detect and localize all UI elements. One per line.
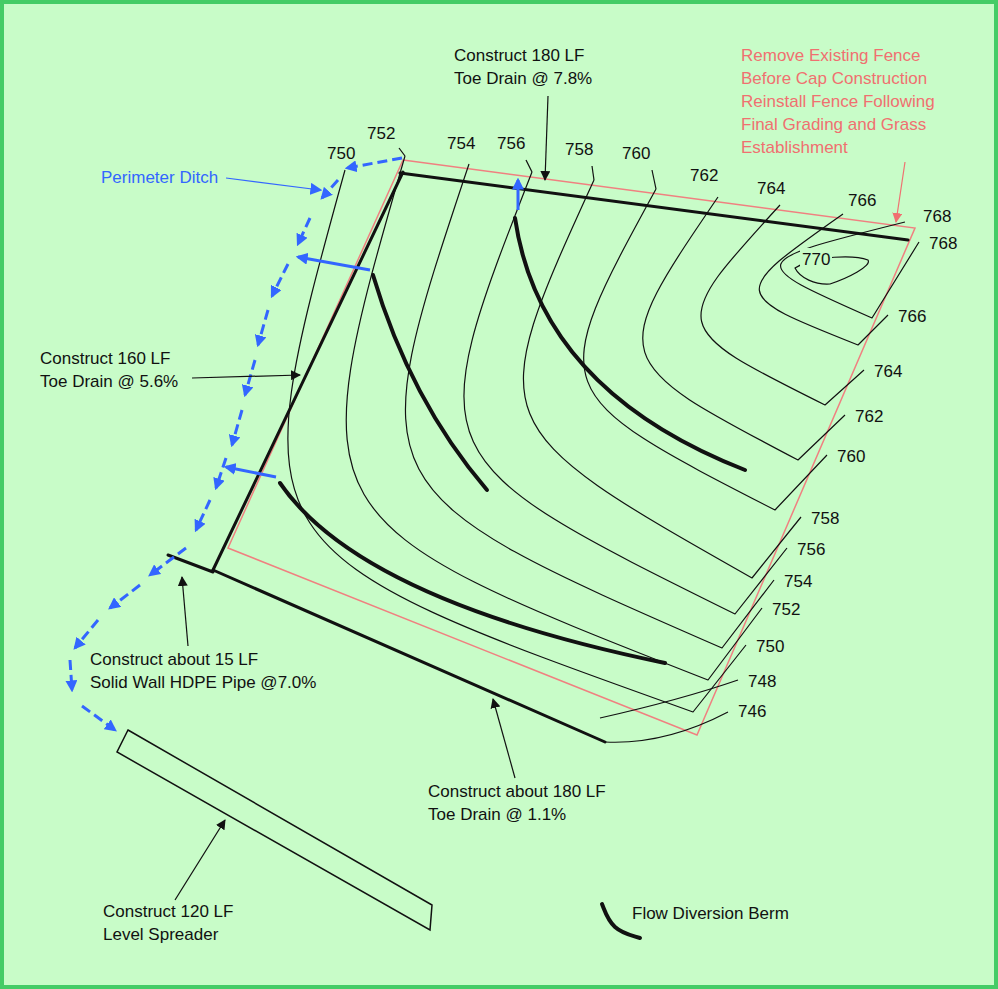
- contour-elevation: 756: [797, 538, 825, 561]
- contour-line: [584, 189, 827, 510]
- contour-line: [701, 205, 864, 405]
- ditch-arrow: [196, 500, 210, 530]
- contour-elevation: 752: [367, 122, 395, 145]
- leader-line: [493, 699, 515, 778]
- fence-note: Remove Existing Fence Before Cap Constru…: [741, 44, 935, 159]
- contour-elevation: 758: [565, 138, 593, 161]
- contour-elevation: 762: [690, 164, 718, 187]
- ditch-arrow: [258, 310, 268, 345]
- ditch-arrow: [216, 458, 226, 488]
- ditch-arrow: [82, 706, 115, 730]
- diversion-berm: [280, 483, 665, 663]
- contour-elevation: 748: [748, 670, 776, 693]
- toe-drain: [400, 173, 908, 240]
- toe-drain: [213, 172, 403, 570]
- contour-elevation: 754: [784, 570, 812, 593]
- ditch-arrow: [232, 410, 242, 445]
- contour-elevation: 768: [923, 205, 951, 228]
- callout-note: Construct about 15 LF Solid Wall HDPE Pi…: [90, 648, 316, 694]
- callout-note: Construct 160 LF Toe Drain @ 5.6%: [40, 347, 178, 393]
- flow-arrow: [517, 180, 520, 210]
- callout-note: Construct about 180 LF Toe Drain @ 1.1%: [428, 780, 606, 826]
- flow-arrow: [226, 467, 276, 477]
- legend-entry: Flow Diversion Berm: [598, 902, 789, 925]
- contour-line: [346, 156, 762, 680]
- contour-line: [405, 164, 774, 648]
- ditch-arrow: [245, 360, 255, 395]
- contour-elevation: 750: [756, 635, 784, 658]
- label-tick: [399, 148, 405, 156]
- contour-elevation: 752: [772, 598, 800, 621]
- contour-elevation: 756: [497, 132, 525, 155]
- leader-line: [175, 820, 225, 900]
- contour-elevation: 766: [898, 305, 926, 328]
- contour-line: [600, 680, 738, 718]
- flow-arrow: [298, 257, 370, 270]
- diversion-berm: [373, 275, 487, 490]
- contour-elevation: 758: [811, 507, 839, 530]
- leader-line: [545, 96, 548, 180]
- ditch-arrow: [322, 180, 338, 198]
- contour-elevation: 760: [622, 142, 650, 165]
- contour-elevation: 766: [848, 189, 876, 212]
- label-tick: [652, 170, 656, 189]
- ditch-arrow: [298, 218, 310, 244]
- ditch-arrow: [75, 620, 98, 648]
- contour-elevation: 760: [837, 445, 865, 468]
- contour-elevation: 768: [929, 232, 957, 255]
- ditch-arrow: [110, 585, 140, 608]
- leader-line: [182, 577, 188, 646]
- leader-line: [896, 162, 905, 222]
- label-tick: [592, 166, 594, 180]
- contour-elevation: 770: [800, 248, 832, 271]
- ditch-label: Perimeter Ditch: [101, 166, 218, 189]
- contour-elevation: 746: [738, 700, 766, 723]
- hdpe-pipe: [168, 555, 213, 572]
- leader-line: [226, 178, 320, 190]
- label-tick: [526, 160, 532, 172]
- callout-note: Construct 120 LF Level Spreader: [103, 900, 233, 946]
- ditch-arrow: [150, 548, 186, 575]
- diversion-berm: [515, 218, 745, 470]
- level-spreader: [117, 730, 432, 930]
- legend-text: Flow Diversion Berm: [598, 904, 789, 923]
- contour-elevation: 762: [855, 405, 883, 428]
- contour-line: [781, 222, 919, 318]
- ditch-arrow: [70, 660, 72, 690]
- toe-drain: [213, 570, 605, 742]
- contour-line: [605, 712, 728, 742]
- contour-elevation: 764: [874, 360, 902, 383]
- callout-note: Construct 180 LF Toe Drain @ 7.8%: [454, 44, 592, 90]
- contour-line: [643, 197, 845, 460]
- contour-line: [288, 170, 746, 712]
- contour-elevation: 750: [327, 142, 355, 165]
- contour-elevation: 754: [447, 132, 475, 155]
- contour-line: [464, 172, 787, 614]
- leader-line: [192, 375, 300, 378]
- ditch-arrow: [272, 264, 288, 296]
- contour-elevation: 764: [757, 177, 785, 200]
